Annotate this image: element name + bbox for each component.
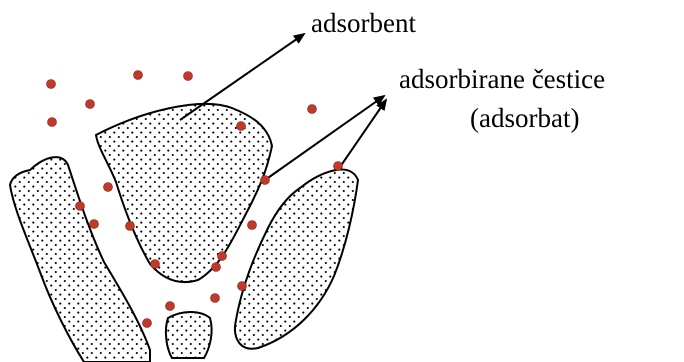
particle — [184, 72, 193, 81]
particle — [334, 162, 343, 171]
particle — [211, 294, 220, 303]
adsorbent-arrow — [180, 34, 304, 120]
adsorbate-label-parenthetical: (adsorbat) — [470, 105, 579, 132]
particle — [237, 122, 246, 131]
adsorbate-label: adsorbirane čestice — [399, 66, 605, 93]
adsorbent-label: adsorbent — [311, 10, 416, 37]
particle — [261, 176, 270, 185]
particle — [143, 319, 152, 328]
particle — [308, 105, 317, 114]
adsorbent-grain-small — [166, 312, 212, 358]
adsorbent-grain-center — [96, 104, 272, 282]
particle — [86, 100, 95, 109]
particle — [248, 221, 257, 230]
adsorbate-arrow-upper — [265, 96, 384, 180]
particle — [134, 71, 143, 80]
particle — [47, 80, 56, 89]
particle — [166, 302, 175, 311]
particle — [76, 202, 85, 211]
particle — [212, 263, 221, 272]
particle — [126, 222, 135, 231]
particle — [48, 118, 57, 127]
particle — [218, 252, 227, 261]
particle — [104, 183, 113, 192]
particle — [151, 260, 160, 269]
particle — [238, 282, 247, 291]
particle — [90, 220, 99, 229]
